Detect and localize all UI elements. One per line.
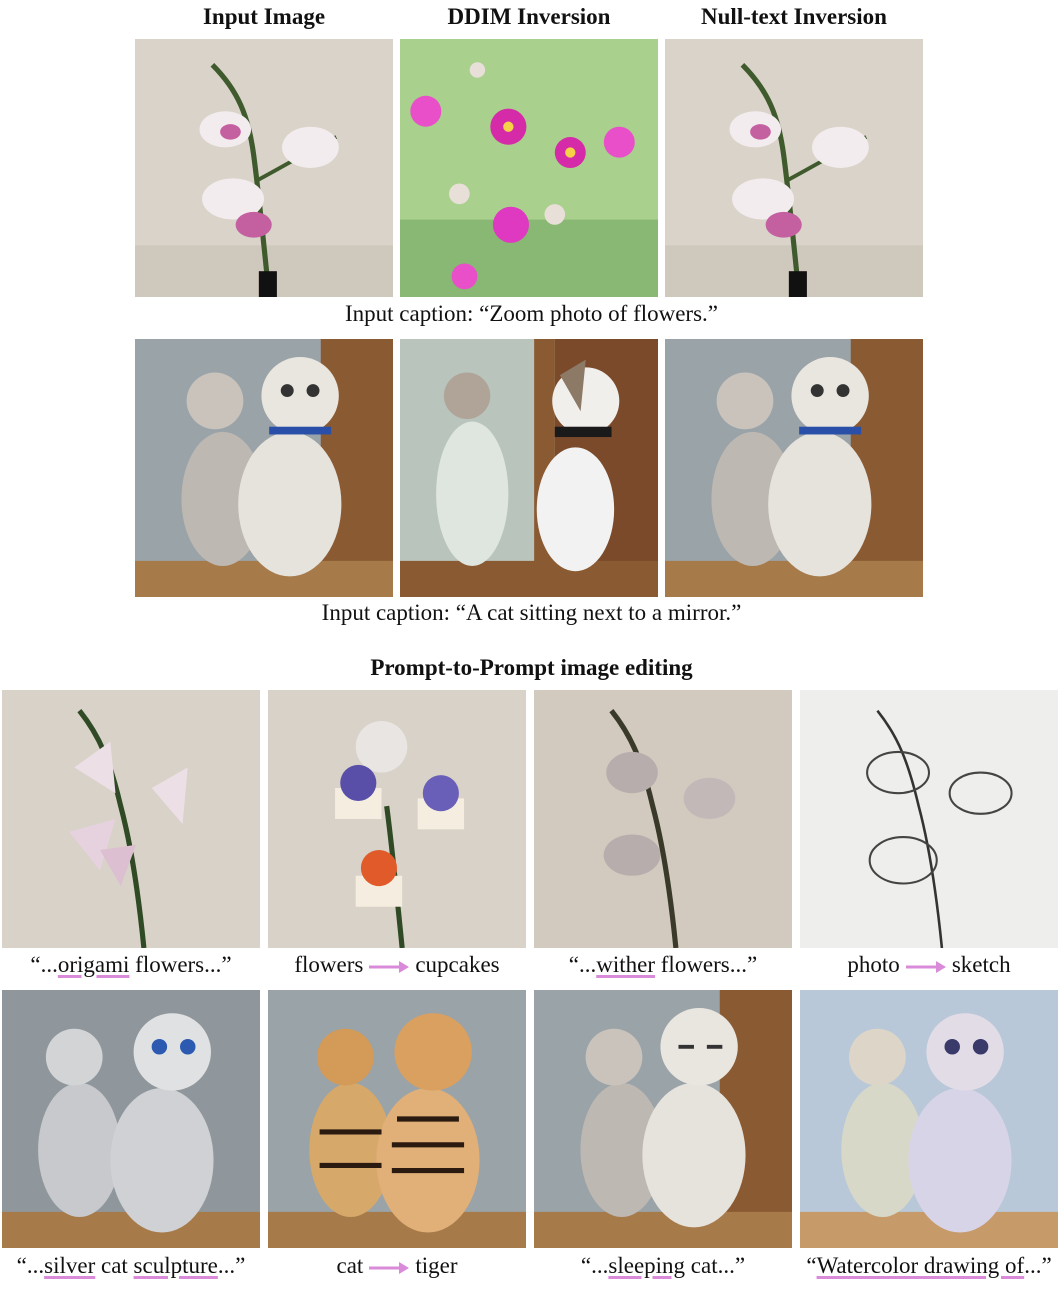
cupcakes-image bbox=[268, 690, 526, 948]
sketch-flowers-image bbox=[800, 690, 1058, 948]
caption-silver: “...silver cat sculpture...” bbox=[16, 1253, 246, 1278]
section-title: Prompt-to-Prompt image editing bbox=[370, 655, 693, 680]
header-ddim-inversion: DDIM Inversion bbox=[447, 4, 611, 29]
silver-cat-image bbox=[2, 990, 260, 1248]
caption-cat: Input caption: “A cat sitting next to a … bbox=[321, 600, 742, 625]
watercolor-cat-image bbox=[800, 990, 1058, 1248]
ddim-cat-image bbox=[400, 339, 658, 597]
caption-sleeping: “...sleeping cat...” bbox=[580, 1253, 746, 1278]
ddim-flower-image bbox=[400, 39, 658, 297]
sleeping-cat-image bbox=[534, 990, 792, 1248]
caption-origami: “...origami flowers...” bbox=[30, 952, 232, 977]
tiger-image bbox=[268, 990, 526, 1248]
arrow-right-icon bbox=[369, 1261, 410, 1274]
caption-flowers: Input caption: “Zoom photo of flowers.” bbox=[344, 301, 719, 326]
nulltext-flower-image bbox=[665, 39, 923, 297]
arrow-right-icon bbox=[369, 960, 410, 973]
header-null-text-inversion: Null-text Inversion bbox=[701, 4, 887, 29]
caption-wither: “...wither flowers...” bbox=[568, 952, 758, 977]
origami-flowers-image bbox=[2, 690, 260, 948]
input-flower-image bbox=[135, 39, 393, 297]
wither-flowers-image bbox=[534, 690, 792, 948]
input-cat-image bbox=[135, 339, 393, 597]
header-input-image: Input Image bbox=[202, 4, 326, 29]
caption-watercolor: “Watercolor drawing of...” bbox=[806, 1253, 1052, 1278]
arrow-right-icon bbox=[905, 960, 946, 973]
nulltext-cat-image bbox=[665, 339, 923, 597]
